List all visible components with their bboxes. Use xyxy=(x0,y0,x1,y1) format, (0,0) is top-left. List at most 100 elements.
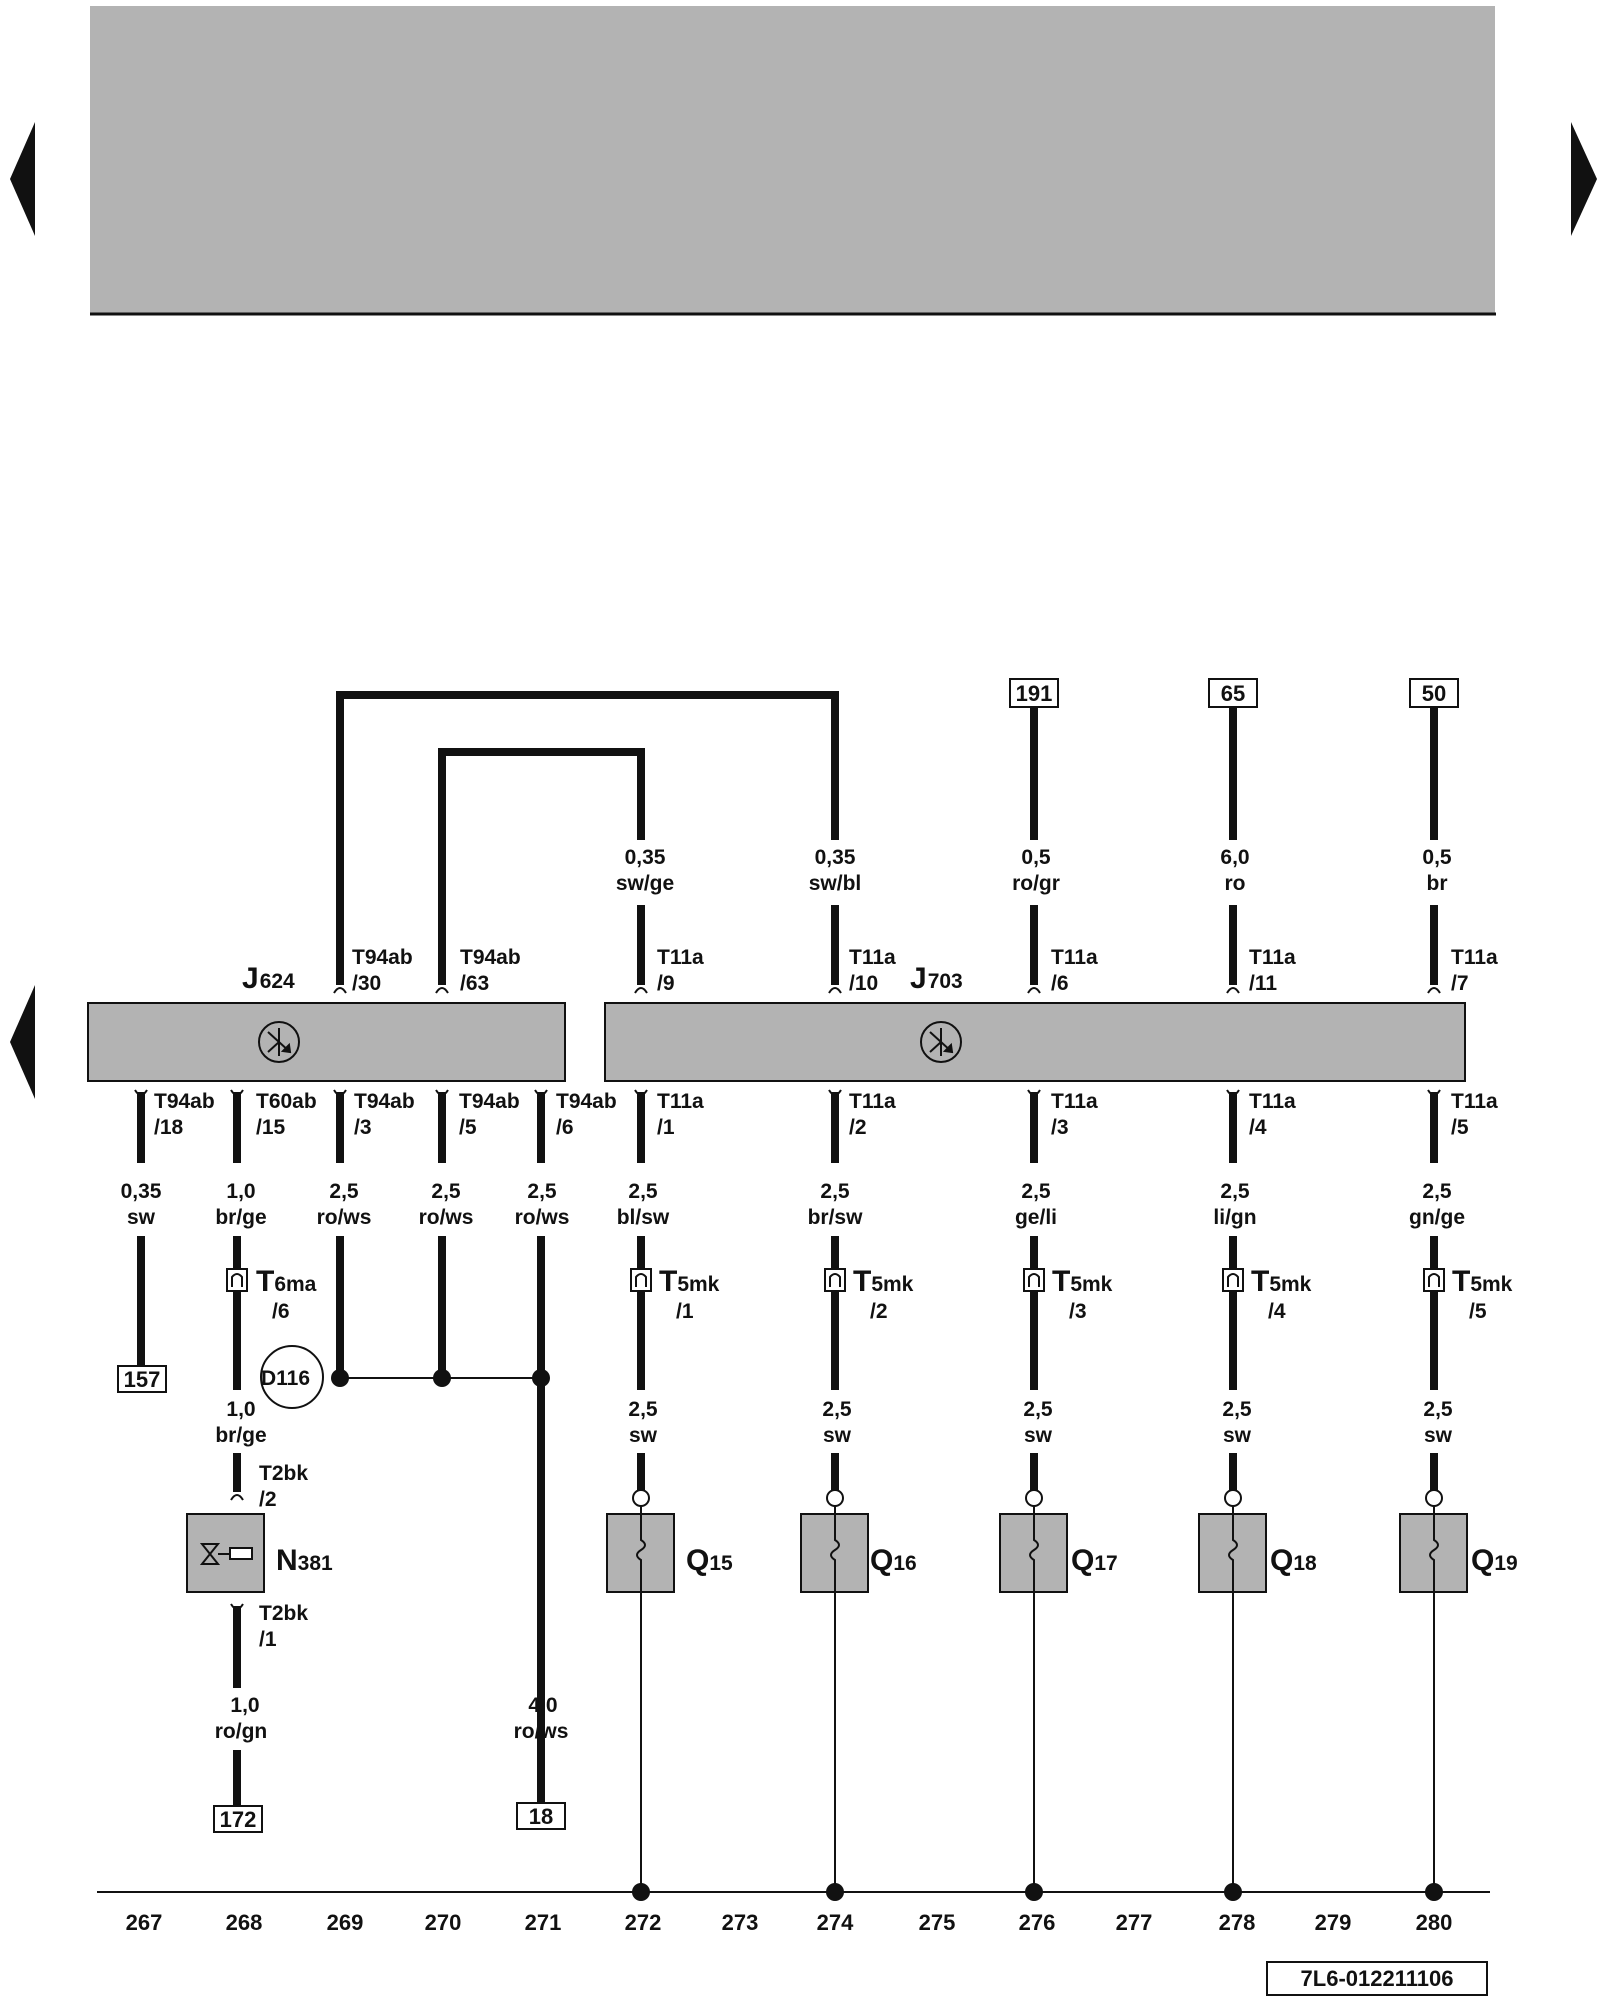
wire-label-size: 1,0 xyxy=(226,1398,255,1421)
wire-label-size: 2,5 xyxy=(820,1180,850,1203)
pin-conn: T11a xyxy=(1051,1090,1098,1113)
pin-conn: T2bk xyxy=(259,1602,308,1625)
splice-d116-label: D116 xyxy=(261,1367,310,1390)
lower-branch-wires xyxy=(637,1453,1438,1490)
pin-conn: T94ab xyxy=(354,1090,415,1113)
track-number: 278 xyxy=(1219,1910,1256,1935)
connector-t5mk-pin: /2 xyxy=(870,1300,888,1323)
track-number: 272 xyxy=(625,1910,662,1935)
loop-wire-outer xyxy=(336,691,839,985)
arrow-left-icon[interactable] xyxy=(10,122,35,236)
wire-label-color: ro/gr xyxy=(1012,872,1060,895)
bottom-pin-marks xyxy=(134,1089,1441,1096)
pin-num: /1 xyxy=(259,1628,277,1651)
wire-label-color: ro xyxy=(1225,872,1246,895)
component-q17-label: Q17 xyxy=(1071,1544,1118,1577)
pin-conn: T2bk xyxy=(259,1462,308,1485)
ground-links xyxy=(640,1592,1435,1892)
wire-label-size: 2,5 xyxy=(822,1398,852,1421)
wire-label-color: ro/ws xyxy=(514,1720,569,1743)
connector-t5mk-pin: /5 xyxy=(1469,1300,1487,1323)
track-number: 267 xyxy=(126,1910,163,1935)
top-pin-marks xyxy=(333,987,1441,994)
ref-50: 50 xyxy=(1422,681,1446,706)
relay-symbol-icon xyxy=(258,1021,300,1063)
wire-label-size: 4,0 xyxy=(528,1694,557,1717)
wire-label-size: 0,35 xyxy=(815,846,856,869)
pin-conn: T11a xyxy=(1451,946,1498,969)
junction-dot xyxy=(331,1369,349,1387)
wire-label-color: ro/ws xyxy=(419,1206,474,1229)
pin-num: /18 xyxy=(154,1116,184,1139)
control-unit-j703[interactable] xyxy=(604,1002,1466,1082)
junction-dot xyxy=(433,1369,451,1387)
pin-num: /7 xyxy=(1451,972,1469,995)
pin-num: /2 xyxy=(259,1488,277,1511)
wire-label-color: sw xyxy=(127,1206,156,1229)
pin-conn: T11a xyxy=(1249,1090,1296,1113)
ref-box-172[interactable] xyxy=(213,1805,263,1833)
pin-num: /1 xyxy=(657,1116,675,1139)
pin-conn: T11a xyxy=(657,1090,704,1113)
pin-num: /11 xyxy=(1249,972,1277,995)
wire-label-size: 6,0 xyxy=(1220,846,1249,869)
wire-label-size: 2,5 xyxy=(329,1180,359,1203)
track-number: 276 xyxy=(1019,1910,1056,1935)
pin-num: /10 xyxy=(849,972,878,995)
wire-label-size: 2,5 xyxy=(1222,1398,1252,1421)
connector-t6ma-pin: /6 xyxy=(272,1300,290,1323)
ref-box-157[interactable] xyxy=(117,1365,167,1393)
pin-num: /9 xyxy=(657,972,675,995)
wire-label-size: 0,35 xyxy=(625,846,666,869)
wire-label-color: ro/ws xyxy=(515,1206,570,1229)
ref-172: 172 xyxy=(220,1807,257,1832)
arrow-left-mid-icon[interactable] xyxy=(10,985,35,1099)
doc-id: 7L6-012211106 xyxy=(1301,1966,1454,1991)
wire-label-color: sw xyxy=(629,1424,658,1447)
pin-conn: T94ab xyxy=(460,946,521,969)
wire-label-size: 2,5 xyxy=(628,1398,658,1421)
connector-t5mk-pin: /1 xyxy=(676,1300,694,1323)
plug-arrow-marks xyxy=(231,1273,1440,1287)
wire-label-size: 2,5 xyxy=(1023,1398,1053,1421)
terminal-ring-icon xyxy=(632,1489,1443,1507)
ref-box-65[interactable] xyxy=(1208,678,1258,708)
ref-box-191[interactable] xyxy=(1009,678,1059,708)
arrow-right-icon[interactable] xyxy=(1571,122,1597,236)
component-j624-label: J624 xyxy=(242,962,295,995)
component-j703-label: J703 xyxy=(910,962,963,995)
connector-t5mk-label: T5mk xyxy=(659,1265,720,1298)
pin-num: /6 xyxy=(556,1116,574,1139)
doc-id-box xyxy=(1266,1961,1488,1996)
ref-18: 18 xyxy=(529,1804,553,1829)
wire-label-size: 2,5 xyxy=(1423,1398,1453,1421)
wire-label-size: 1,0 xyxy=(226,1180,255,1203)
component-n381-label: N381 xyxy=(276,1544,333,1577)
track-number: 270 xyxy=(425,1910,462,1935)
wire-label-color: ge/li xyxy=(1015,1206,1057,1229)
wire-label-size: 2,5 xyxy=(1220,1180,1250,1203)
splice-d116-icon[interactable] xyxy=(260,1345,324,1409)
control-unit-j624[interactable] xyxy=(87,1002,566,1082)
ref-65: 65 xyxy=(1221,681,1245,706)
ref-box-50[interactable] xyxy=(1409,678,1459,708)
wire-label-color: sw xyxy=(1223,1424,1252,1447)
pin-num: /6 xyxy=(1051,972,1069,995)
wire-label-size: 2,5 xyxy=(527,1180,557,1203)
track-number: 275 xyxy=(919,1910,956,1935)
header-band xyxy=(90,6,1495,313)
pin-num: /5 xyxy=(1451,1116,1469,1139)
connector-t5mk-pin: /4 xyxy=(1268,1300,1286,1323)
wire-label-size: 1,0 xyxy=(230,1694,259,1717)
loop-wire-inner xyxy=(438,748,645,985)
component-q15-label: Q15 xyxy=(686,1544,733,1577)
pin-conn: T11a xyxy=(1051,946,1098,969)
connector-t5mk-label: T5mk xyxy=(1251,1265,1312,1298)
wire-label-size: 0,35 xyxy=(121,1180,162,1203)
pin-conn: T11a xyxy=(1451,1090,1498,1113)
pin-num: /15 xyxy=(256,1116,286,1139)
track-number: 269 xyxy=(327,1910,364,1935)
valve-icon xyxy=(199,1543,253,1565)
ref-box-18[interactable] xyxy=(516,1802,566,1830)
upper-branch-wires xyxy=(137,1092,1438,1163)
